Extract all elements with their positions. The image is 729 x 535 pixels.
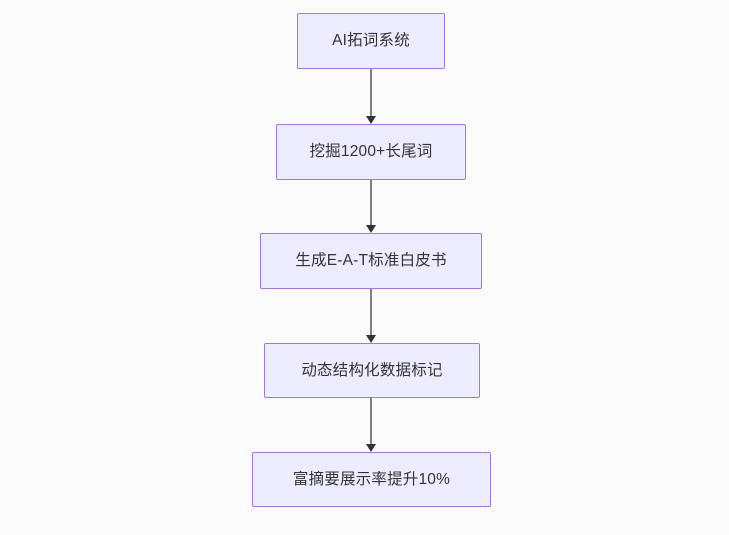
arrow-down-icon	[366, 116, 376, 124]
edge-line	[370, 398, 372, 444]
flow-node-rich-snippet-impression-lift[interactable]: 富摘要展示率提升10%	[252, 452, 491, 507]
flow-node-dynamic-structured-data-markup[interactable]: 动态结构化数据标记	[264, 343, 480, 398]
flow-node-mine-longtail-keywords[interactable]: 挖掘1200+长尾词	[276, 124, 466, 180]
flow-node-label: AI拓词系统	[332, 32, 410, 50]
edge-line	[370, 180, 372, 225]
flow-node-ai-keyword-system[interactable]: AI拓词系统	[297, 13, 445, 69]
arrow-down-icon	[366, 335, 376, 343]
arrow-down-icon	[366, 225, 376, 233]
arrow-down-icon	[366, 444, 376, 452]
flow-node-label: 富摘要展示率提升10%	[292, 470, 451, 488]
flow-node-label: 挖掘1200+长尾词	[309, 143, 433, 161]
edge-line	[370, 289, 372, 335]
flow-node-label: 动态结构化数据标记	[301, 361, 443, 379]
flow-node-generate-eat-whitepaper[interactable]: 生成E-A-T标准白皮书	[260, 233, 482, 289]
flow-node-label: 生成E-A-T标准白皮书	[295, 252, 447, 270]
edge-line	[370, 69, 372, 116]
